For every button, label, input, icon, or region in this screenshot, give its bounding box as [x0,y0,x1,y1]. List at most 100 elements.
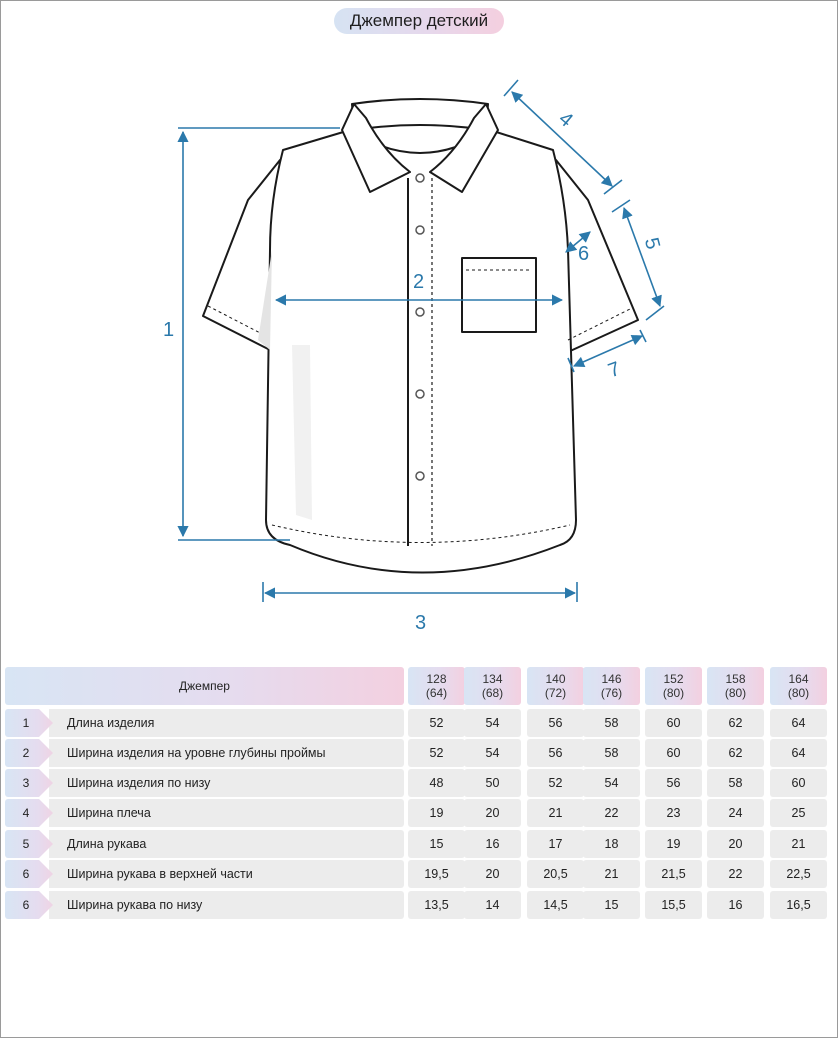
row-label: Ширина рукава в верхней части [67,867,253,881]
dim-label-7: 7 [605,358,623,382]
value-cell: 52 [408,709,465,737]
dim-sleeve-top [565,231,591,253]
dim-label-4: 4 [554,108,577,132]
button-icon [415,307,425,317]
dim-sleeve-length [622,206,662,308]
size-height: 146 [601,672,622,686]
button-icon [415,225,425,235]
row-number: 3 [22,776,30,790]
size-height: 140 [545,672,566,686]
value-cell: 18 [583,830,640,858]
value-cell: 21,5 [645,860,702,888]
page-title: Джемпер детский [334,8,504,34]
value-cell: 56 [527,709,584,737]
size-chest: (76) [600,686,623,700]
value-cell: 60 [645,709,702,737]
size-chest: (80) [662,686,685,700]
row-label-cell: Длина изделия [49,709,404,737]
value-cell: 58 [583,709,640,737]
size-height: 158 [725,672,746,686]
value-cell: 64 [770,709,827,737]
value-cell: 15 [408,830,465,858]
dim-label-1: 1 [163,319,174,341]
row-number: 6 [22,898,30,912]
value-cell: 22 [583,799,640,827]
row-number: 5 [22,837,30,851]
value-cell: 20 [707,830,764,858]
value-cell: 22 [707,860,764,888]
row-label: Ширина рукава по низу [67,898,203,912]
row-number: 6 [22,867,30,881]
value-cell: 56 [645,769,702,797]
value-cell: 62 [707,709,764,737]
dim-label-5: 5 [640,235,664,251]
size-chest: (80) [787,686,810,700]
value-cell: 19,5 [408,860,465,888]
value-cell: 25 [770,799,827,827]
value-cell: 19 [645,830,702,858]
collar-right [429,103,499,193]
value-cell: 56 [527,739,584,767]
shirt-diagram: 1 2 3 4 5 6 7 [163,79,665,634]
value-cell: 52 [408,739,465,767]
value-cell: 21 [583,860,640,888]
dimension-lines [177,79,665,602]
value-cell: 21 [527,799,584,827]
value-cell: 16,5 [770,891,827,919]
row-label-cell: Длина рукава [49,830,404,858]
chest-pocket [461,257,537,333]
value-cell: 48 [408,769,465,797]
row-label-cell: Ширина плеча [49,799,404,827]
value-cell: 64 [770,739,827,767]
row-label-cell: Ширина изделия по низу [49,769,404,797]
dim-label-2: 2 [413,271,424,293]
header-size-2: 140(72) [527,667,584,705]
value-cell: 21 [770,830,827,858]
value-cell: 58 [583,739,640,767]
value-cell: 13,5 [408,891,465,919]
value-cell: 15,5 [645,891,702,919]
value-cell: 24 [707,799,764,827]
button-icon [415,173,425,183]
front-shade [292,345,312,520]
header-size-3: 146(76) [583,667,640,705]
size-height: 164 [788,672,809,686]
value-cell: 20,5 [527,860,584,888]
size-chest: (68) [481,686,504,700]
value-cell: 62 [707,739,764,767]
value-cell: 58 [707,769,764,797]
value-cell: 23 [645,799,702,827]
row-label: Ширина изделия по низу [67,776,211,790]
header-size-0: 128(64) [408,667,465,705]
value-cell: 50 [464,769,521,797]
dim-label-3: 3 [415,612,426,634]
value-cell: 20 [464,799,521,827]
value-cell: 52 [527,769,584,797]
header-product-label: Джемпер [5,667,404,705]
dim-shoulder [511,91,613,187]
button-icon [415,471,425,481]
row-label: Длина рукава [67,837,147,851]
value-cell: 54 [464,739,521,767]
value-cell: 16 [707,891,764,919]
value-cell: 54 [464,709,521,737]
dim-label-6: 6 [578,243,589,265]
row-label-cell: Ширина рукава в верхней части [49,860,404,888]
row-label-cell: Ширина рукава по низу [49,891,404,919]
header-size-6: 164(80) [770,667,827,705]
collar-back [351,98,489,131]
value-cell: 15 [583,891,640,919]
collar-left [341,103,411,193]
size-height: 152 [663,672,684,686]
table-header: Джемпер 128(64)134(68)140(72)146(76)152(… [5,667,834,705]
value-cell: 19 [408,799,465,827]
header-size-5: 158(80) [707,667,764,705]
value-cell: 14 [464,891,521,919]
row-number: 4 [22,806,30,820]
